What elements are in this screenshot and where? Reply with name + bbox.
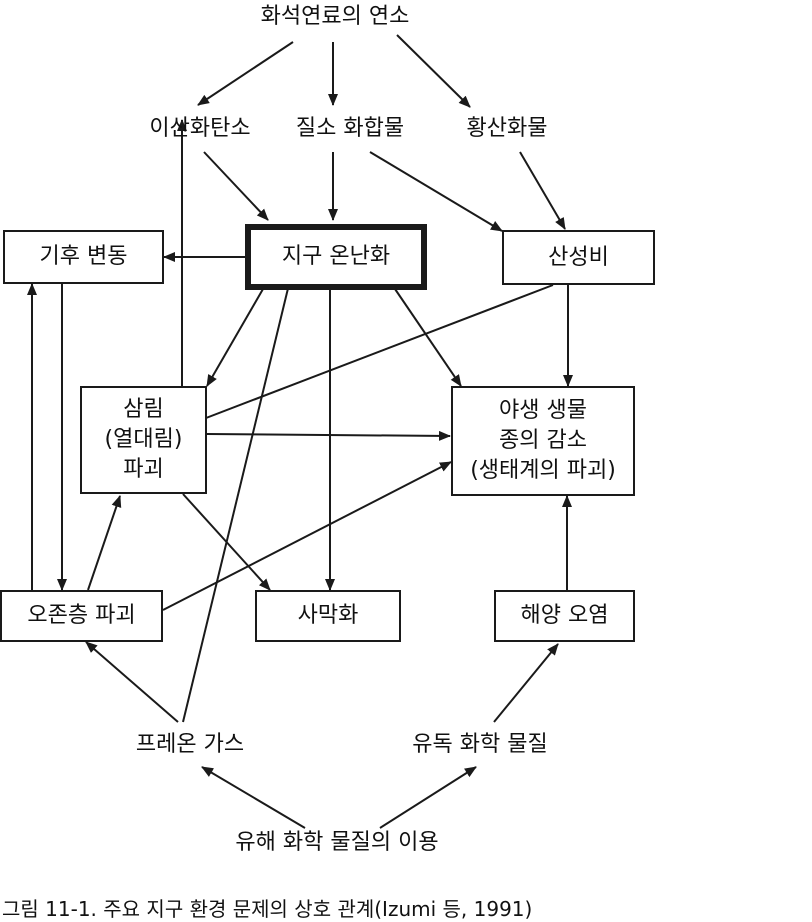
node-carbon-dioxide: 이산화탄소 xyxy=(149,116,251,141)
node-fossil-fuel-combustion: 화석연료의 연소 xyxy=(260,4,410,29)
node-climate-change: 기후 변동 xyxy=(3,230,164,284)
node-ozone-depletion: 오존층 파괴 xyxy=(0,590,163,642)
arrow-freon-to-ozone xyxy=(85,641,179,723)
arrow-freon-to-warming xyxy=(182,275,294,723)
arrow-acidrain-to-forest xyxy=(192,284,554,424)
node-nitrogen-compounds: 질소 화합물 xyxy=(295,116,405,141)
arrow-warming-to-forest xyxy=(206,288,264,387)
arrow-sulfur-to-acidrain xyxy=(519,151,566,230)
arrow-nitrogen-to-acidrain xyxy=(369,151,503,232)
node-ocean-pollution: 해양 오염 xyxy=(494,590,635,642)
node-sulfur-oxides: 황산화물 xyxy=(466,116,548,141)
arrow-co2-to-warming xyxy=(203,151,269,221)
node-global-warming: 지구 온난화 xyxy=(245,224,427,290)
arrow-toxic-to-ocean xyxy=(493,643,559,723)
node-harmful-chemical-use: 유해 화학 물질의 이용 xyxy=(235,830,439,855)
arrow-use-to-toxic xyxy=(379,766,477,829)
figure-caption: 그림 11-1. 주요 지구 환경 문제의 상호 관계(Izumi 등, 199… xyxy=(2,897,533,921)
node-toxic-chemicals: 유독 화학 물질 xyxy=(412,732,548,757)
arrow-forest-to-wildlife xyxy=(206,430,451,441)
arrow-fossil-to-sulfur xyxy=(396,34,471,108)
node-wildlife-decline: 야생 생물 종의 감소 (생태계의 파괴) xyxy=(451,386,635,496)
arrow-ozone-to-wildlife xyxy=(162,461,452,611)
arrow-warming-to-wildlife xyxy=(394,288,462,387)
arrow-use-to-freon xyxy=(201,766,306,829)
node-freon-gas: 프레온 가스 xyxy=(135,732,245,757)
arrow-ozone-to-forest xyxy=(87,495,122,591)
node-desertification: 사막화 xyxy=(255,590,401,642)
node-forest-destruction: 삼림 (열대림) 파괴 xyxy=(80,386,207,494)
node-acid-rain: 산성비 xyxy=(502,230,655,285)
arrow-fossil-to-co2 xyxy=(197,41,294,106)
